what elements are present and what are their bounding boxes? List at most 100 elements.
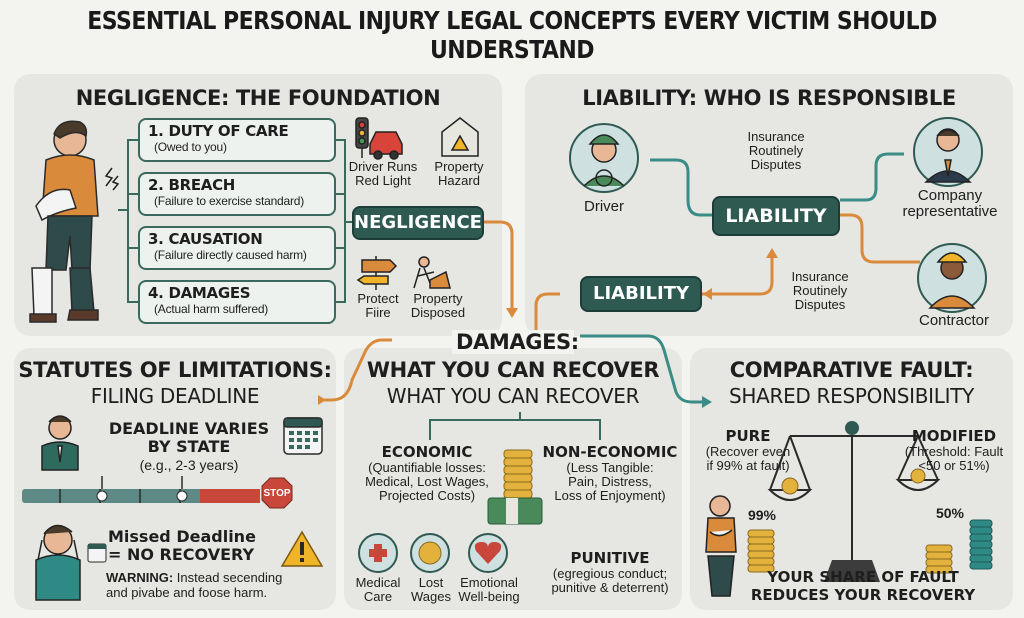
deadline-note: (e.g., 2-3 years) xyxy=(139,457,239,473)
deadline-varies: DEADLINE VARIES BY STATE xyxy=(104,420,274,456)
statutes-title: STATUTES OF LIMITATIONS: xyxy=(18,358,332,382)
note-line: Disputes xyxy=(750,157,802,172)
element-damages: 4. DAMAGES (Actual harm suffered) xyxy=(138,280,336,324)
missed-line: Missed Deadline xyxy=(108,527,256,546)
insurance-note-bottom: Insurance Routinely Disputes xyxy=(772,270,868,312)
company-line: representative xyxy=(902,203,998,220)
icon-label-line: Wages xyxy=(411,589,451,604)
damages-line2: WHAT YOU CAN RECOVER xyxy=(366,358,660,382)
missed-line: = NO RECOVERY xyxy=(108,545,255,564)
note-line: Routinely xyxy=(792,283,848,298)
element-head: 3. CAUSATION xyxy=(148,230,263,248)
pure-block: PURE (Recover even if 99% at fault) xyxy=(696,428,800,473)
example-line: Hazard xyxy=(438,173,480,188)
note-line: Routinely xyxy=(748,143,804,158)
statutes-subtitle: FILING DEADLINE xyxy=(90,384,260,408)
right-percent: 50% xyxy=(935,505,965,521)
warning-label: WARNING: xyxy=(106,570,174,585)
note-line: Disputes xyxy=(794,297,846,312)
example-line: Property xyxy=(413,291,463,306)
icon-label-lost-wages: Lost Wages xyxy=(408,576,454,604)
warning-text: WARNING: Instead secending and pivabe an… xyxy=(106,570,328,600)
company-line: Company xyxy=(917,187,983,204)
non-economic-head: NON-ECONOMIC xyxy=(542,443,678,461)
example-line: Driver Runs xyxy=(348,159,418,174)
example-property-disposed: Property Disposed xyxy=(406,292,470,320)
element-head: 4. DAMAGES xyxy=(148,284,251,302)
element-sub: (Failure to exercise standard) xyxy=(154,194,305,208)
footer-line: YOUR SHARE OF FAULT xyxy=(767,568,959,586)
icon-label-line: Emotional xyxy=(460,575,518,590)
example-property-hazard: Property Hazard xyxy=(424,160,494,188)
element-breach: 2. BREACH (Failure to exercise standard) xyxy=(138,172,336,216)
comparative-title: COMPARATIVE FAULT: xyxy=(729,358,974,382)
element-sub: (Failure directly caused harm) xyxy=(154,248,307,262)
pure-head: PURE xyxy=(725,427,771,445)
damages-title: DAMAGES: xyxy=(452,330,579,354)
party-driver-label: Driver xyxy=(584,198,624,215)
modified-desc: <50 or 51%) xyxy=(918,458,990,473)
example-line: Protect xyxy=(357,291,399,306)
stop-sign-label: STOP xyxy=(263,488,291,499)
example-line: Property xyxy=(434,159,484,174)
icon-label-medical-care: Medical Care xyxy=(352,576,404,604)
modified-desc: (Threshold: Fault xyxy=(904,444,1004,459)
element-duty-of-care: 1. DUTY OF CARE (Owed to you) xyxy=(138,118,336,162)
warning-line-2: and pivabe and foose harm. xyxy=(106,585,268,600)
element-sub: (Owed to you) xyxy=(154,140,227,154)
element-head: 2. BREACH xyxy=(148,176,236,194)
economic-head: ECONOMIC xyxy=(381,443,473,461)
deadline-line: DEADLINE VARIES xyxy=(108,419,270,438)
icon-label-line: Lost xyxy=(418,575,444,590)
left-percent: 99% xyxy=(747,507,777,523)
example-driver-red-light: Driver Runs Red Light xyxy=(346,160,420,188)
liability-hub-secondary: LIABILITY xyxy=(580,276,702,312)
party-contractor-label: Contractor xyxy=(918,312,990,329)
example-protect-fire: Protect Fiire xyxy=(350,292,406,320)
main-title: ESSENTIAL PERSONAL INJURY LEGAL CONCEPTS… xyxy=(87,6,937,64)
warning-body: Instead secending xyxy=(176,570,283,585)
non-economic-desc: (Less Tangible: xyxy=(566,460,654,475)
insurance-note-top: Insurance Routinely Disputes xyxy=(726,130,826,172)
modified-head: MODIFIED xyxy=(911,427,997,445)
icon-label-line: Well-being xyxy=(458,589,520,604)
note-line: Insurance xyxy=(747,129,805,144)
non-economic-desc: Pain, Distress, xyxy=(568,474,652,489)
party-company-label: Company representative xyxy=(894,188,1006,220)
economic-block: ECONOMIC (Quantifiable losses: Medical, … xyxy=(352,444,502,503)
comparative-footer: YOUR SHARE OF FAULT REDUCES YOUR RECOVER… xyxy=(748,568,978,604)
negligence-hub: NEGLIGENCE xyxy=(352,206,484,240)
economic-desc: Medical, Lost Wages, xyxy=(365,474,489,489)
icon-label-emotional: Emotional Well-being xyxy=(456,576,522,604)
economic-desc: Projected Costs) xyxy=(378,488,476,503)
liability-hub: LIABILITY xyxy=(712,196,840,236)
economic-desc: (Quantifiable losses: xyxy=(368,460,486,475)
footer-line: REDUCES YOUR RECOVERY xyxy=(750,586,976,604)
warning-line: WARNING: Instead secending xyxy=(106,570,328,585)
icon-label-line: Medical xyxy=(355,575,401,590)
punitive-block: PUNITIVE (egregious conduct; punitive & … xyxy=(540,550,680,595)
deadline-line: BY STATE xyxy=(147,437,231,456)
punitive-desc: (egregious conduct; xyxy=(552,566,668,581)
non-economic-block: NON-ECONOMIC (Less Tangible: Pain, Distr… xyxy=(540,444,680,503)
element-head: 1. DUTY OF CARE xyxy=(148,122,289,140)
punitive-head: PUNITIVE xyxy=(570,549,650,567)
example-line: Red Light xyxy=(355,173,411,188)
non-economic-desc: Loss of Enjoyment) xyxy=(554,488,666,503)
icon-label-line: Care xyxy=(363,589,393,604)
pure-desc: (Recover even xyxy=(705,444,791,459)
note-line: Insurance xyxy=(791,269,849,284)
negligence-title: NEGLIGENCE: THE FOUNDATION xyxy=(75,86,441,110)
liability-title: LIABILITY: WHO IS RESPONSIBLE xyxy=(582,86,956,110)
modified-block: MODIFIED (Threshold: Fault <50 or 51%) xyxy=(898,428,1010,473)
example-line: Fiire xyxy=(365,305,391,320)
missed-deadline: Missed Deadline = NO RECOVERY xyxy=(108,528,258,564)
punitive-desc: punitive & deterrent) xyxy=(551,580,669,595)
damages-line3: WHAT YOU CAN RECOVER xyxy=(386,384,640,408)
pure-desc: if 99% at fault) xyxy=(706,458,790,473)
element-sub: (Actual harm suffered) xyxy=(154,302,269,316)
comparative-subtitle: SHARED RESPONSIBILITY xyxy=(728,384,975,408)
element-causation: 3. CAUSATION (Failure directly caused ha… xyxy=(138,226,336,270)
example-line: Disposed xyxy=(410,305,466,320)
